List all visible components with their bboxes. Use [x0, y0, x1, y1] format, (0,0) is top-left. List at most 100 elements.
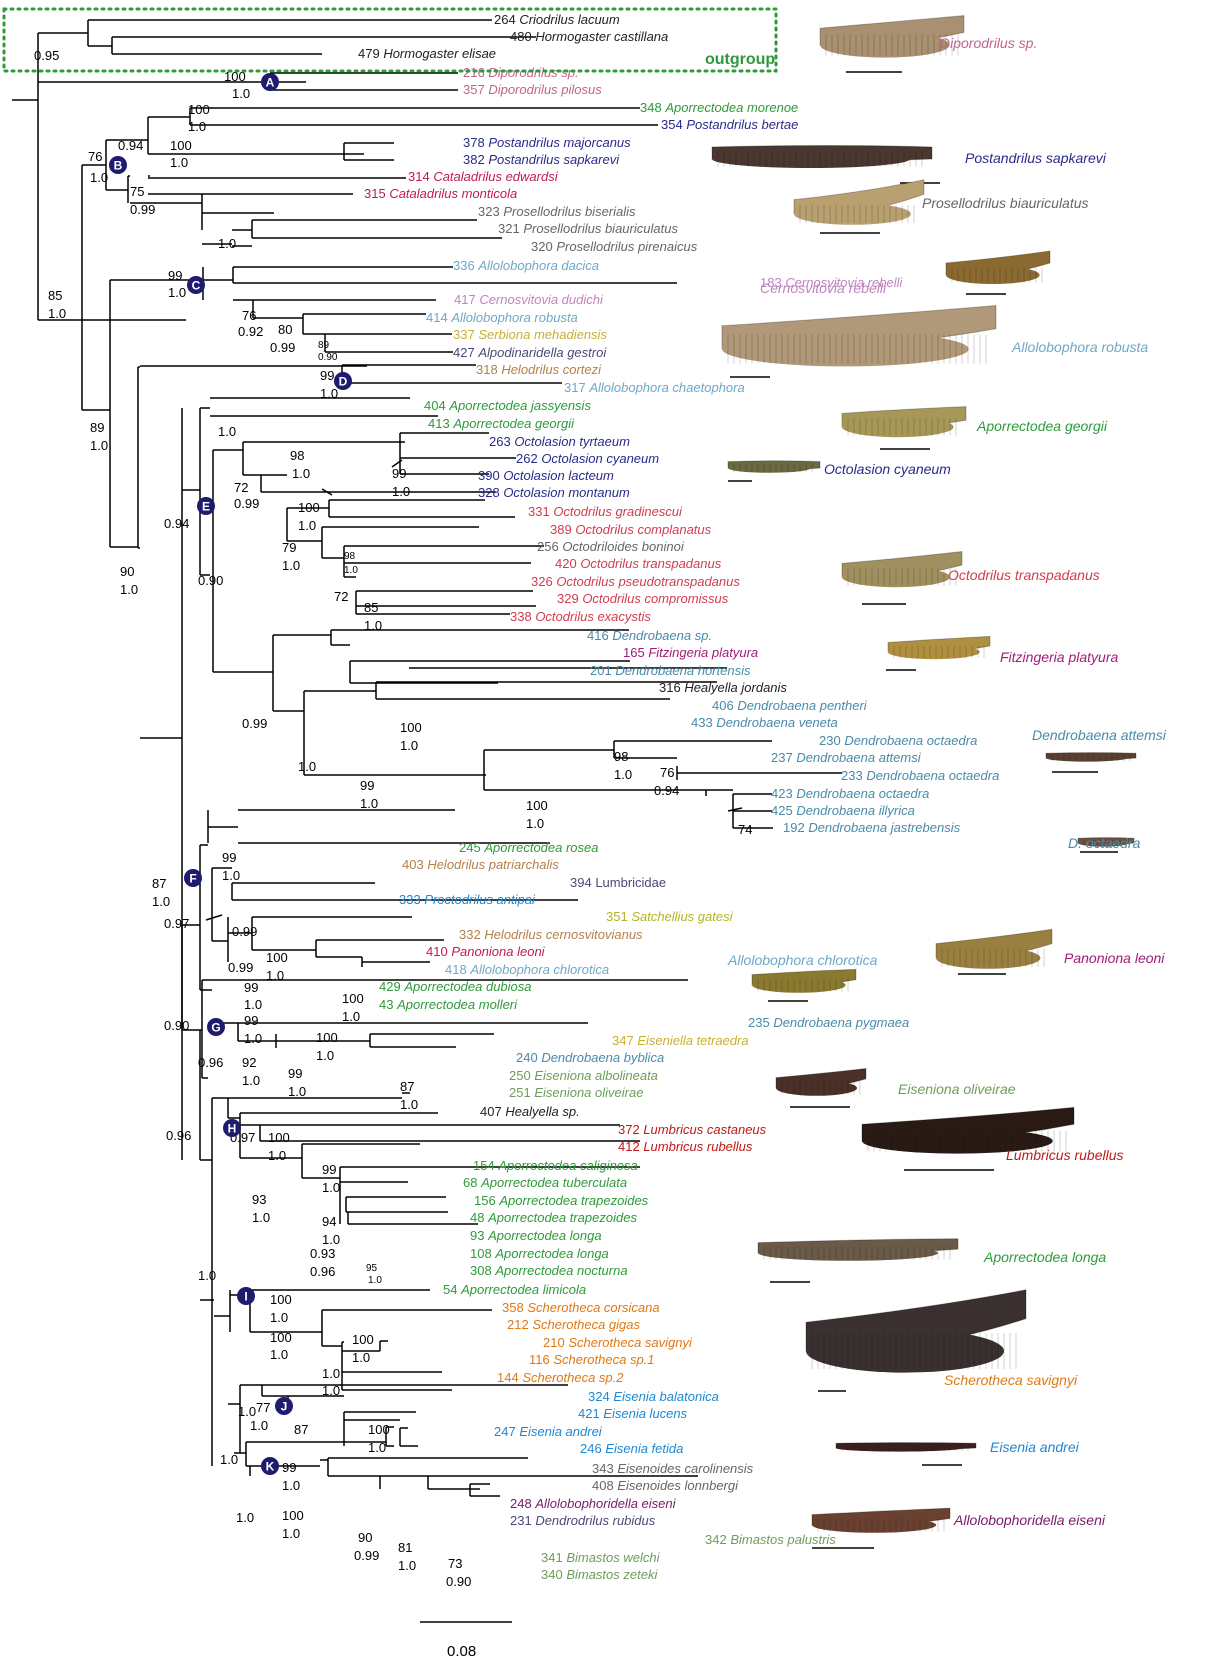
support-value: 1.0: [120, 582, 138, 597]
tip-number: 425: [771, 803, 796, 818]
support-value: 1.0: [48, 306, 66, 321]
tip-number: 394: [570, 875, 595, 890]
tip-label: 230 Dendrobaena octaedra: [819, 733, 977, 748]
tip-label: 68 Aporrectodea tuberculata: [463, 1175, 627, 1190]
tip-label: 407 Healyella sp.: [480, 1104, 580, 1119]
worm-segments: [936, 947, 1040, 969]
tip-label: 378 Postandrilus majorcanus: [463, 135, 631, 150]
tip-number: 247: [494, 1424, 519, 1439]
tip-label: 357 Diporodrilus pilosus: [463, 82, 602, 97]
worm-photo: Allolobophora robusta: [722, 306, 1148, 378]
tip-label: 165 Fitzingeria platyura: [623, 645, 758, 660]
support-value: 1.0: [322, 1366, 340, 1381]
support-value: 74: [738, 822, 752, 837]
tip-label: 212 Scherotheca gigas: [507, 1317, 640, 1332]
tip-label: 308 Aporrectodea nocturna: [470, 1263, 628, 1278]
support-value: 1.0: [168, 285, 186, 300]
support-value: 99: [288, 1066, 302, 1081]
tip-species-name: Allolobophora robusta: [450, 310, 577, 325]
support-value: 1.0: [220, 1452, 238, 1467]
tip-label: 262 Octolasion cyaneum: [516, 451, 659, 466]
worm-photo: Scherotheca savignyi: [806, 1290, 1078, 1391]
tip-label: 412 Lumbricus rubellus: [618, 1139, 753, 1154]
tip-number: 256: [537, 539, 562, 554]
tip-species-name: Dendrobaena sp.: [612, 628, 712, 643]
tip-species-name: Eisenia balatonica: [613, 1389, 719, 1404]
support-value: 1.0: [218, 424, 236, 439]
tip-number: 420: [555, 556, 580, 571]
tip-label: 324 Eisenia balatonica: [588, 1389, 719, 1404]
support-value: 1.0: [222, 868, 240, 883]
support-value: 1.0: [170, 155, 188, 170]
support-value: 1.0: [270, 1310, 288, 1325]
photo-caption: Diporodrilus sp.: [940, 35, 1037, 51]
support-value: 0.90: [198, 573, 223, 588]
tip-species-name: Dendrobaena veneta: [716, 715, 837, 730]
tip-label: 418 Allolobophora chlorotica: [445, 962, 609, 977]
tip-label: 343 Eisenoides carolinensis: [592, 1461, 754, 1476]
tip-label: 336 Allolobophora dacica: [453, 258, 599, 273]
tip-species-name: Aporrectodea caliginosa: [497, 1158, 637, 1173]
tip-number: 416: [587, 628, 612, 643]
support-value: 100: [270, 1330, 292, 1345]
tip-number: 324: [588, 1389, 613, 1404]
support-value: 1.0: [342, 1009, 360, 1024]
tip-number: 264: [494, 12, 519, 27]
tip-number: 413: [428, 416, 453, 431]
support-value: 0.92: [238, 324, 263, 339]
worm-photo: Aporrectodea georgii: [842, 407, 1108, 449]
tip-number: 378: [463, 135, 488, 150]
tip-label: 216 Diporodrilus sp.: [463, 65, 579, 80]
tip-species-name: Aporrectodea dubiosa: [403, 979, 531, 994]
tip-label: 323 Prosellodrilus biserialis: [478, 204, 636, 219]
support-value: 0.96: [310, 1264, 335, 1279]
tip-species-name: Scherotheca corsicana: [527, 1300, 659, 1315]
tip-number: 347: [612, 1033, 637, 1048]
worm-photo: Allolobophora chlorotica: [727, 952, 878, 1001]
tip-number: 331: [528, 504, 553, 519]
support-value: 100: [188, 102, 210, 117]
tip-label: 403 Helodrilus patriarchalis: [402, 857, 559, 872]
worm-photo: Panoniona leoni: [936, 929, 1165, 974]
tip-number: 479: [358, 46, 383, 61]
support-value: 80: [278, 322, 292, 337]
tip-label: 316 Healyella jordanis: [659, 680, 787, 695]
support-value: 100: [298, 500, 320, 515]
tip-species-name: Allolobophora chlorotica: [469, 962, 609, 977]
tip-number: 316: [659, 680, 684, 695]
tip-species-name: Postandrilus majorcanus: [488, 135, 631, 150]
tip-label: 235 Dendrobaena pygmaea: [748, 1015, 909, 1030]
support-value: 1.0: [400, 738, 418, 753]
clade-marker: B: [109, 156, 127, 174]
photo-caption: Eiseniona oliveirae: [898, 1081, 1016, 1097]
support-value: 89: [318, 340, 330, 351]
tip-label: 337 Serbiona mehadiensis: [453, 327, 607, 342]
tip-label: 342 Bimastos palustris: [705, 1532, 836, 1547]
tip-label: 425 Dendrobaena illyrica: [771, 803, 915, 818]
tip-number: 421: [578, 1406, 603, 1421]
worm-photo: Eiseniona oliveirae: [776, 1069, 1016, 1108]
support-value: 0.99: [130, 202, 155, 217]
support-value: 1.0: [282, 1526, 300, 1541]
tip-number: 433: [691, 715, 716, 730]
clade-letter: F: [189, 872, 196, 886]
support-value: 100: [266, 950, 288, 965]
tip-label: 240 Dendrobaena byblica: [516, 1050, 664, 1065]
pointer-arrow: [206, 915, 222, 920]
tip-species-name: Eiseniona albolineata: [534, 1068, 658, 1083]
tip-number: 233: [841, 768, 866, 783]
tip-label: 93 Aporrectodea longa: [470, 1228, 602, 1243]
tip-number: 340: [541, 1567, 566, 1582]
support-value: 1.0: [288, 1084, 306, 1099]
tip-label: 321 Prosellodrilus biauriculatus: [498, 221, 678, 236]
tip-label: 394 Lumbricidae: [570, 875, 666, 890]
tip-number: 251: [509, 1085, 534, 1100]
tip-species-name: Aporrectodea georgii: [452, 416, 575, 431]
photo-caption: Panoniona leoni: [1064, 950, 1165, 966]
tip-species-name: Octodrilus exacystis: [535, 609, 651, 624]
tip-species-name: Scherotheca savignyi: [568, 1335, 693, 1350]
tip-number: 318: [476, 362, 501, 377]
tip-label: 423 Dendrobaena octaedra: [771, 786, 929, 801]
tip-number: 246: [580, 1441, 605, 1456]
tip-species-name: Aporrectodea longa: [487, 1228, 601, 1243]
